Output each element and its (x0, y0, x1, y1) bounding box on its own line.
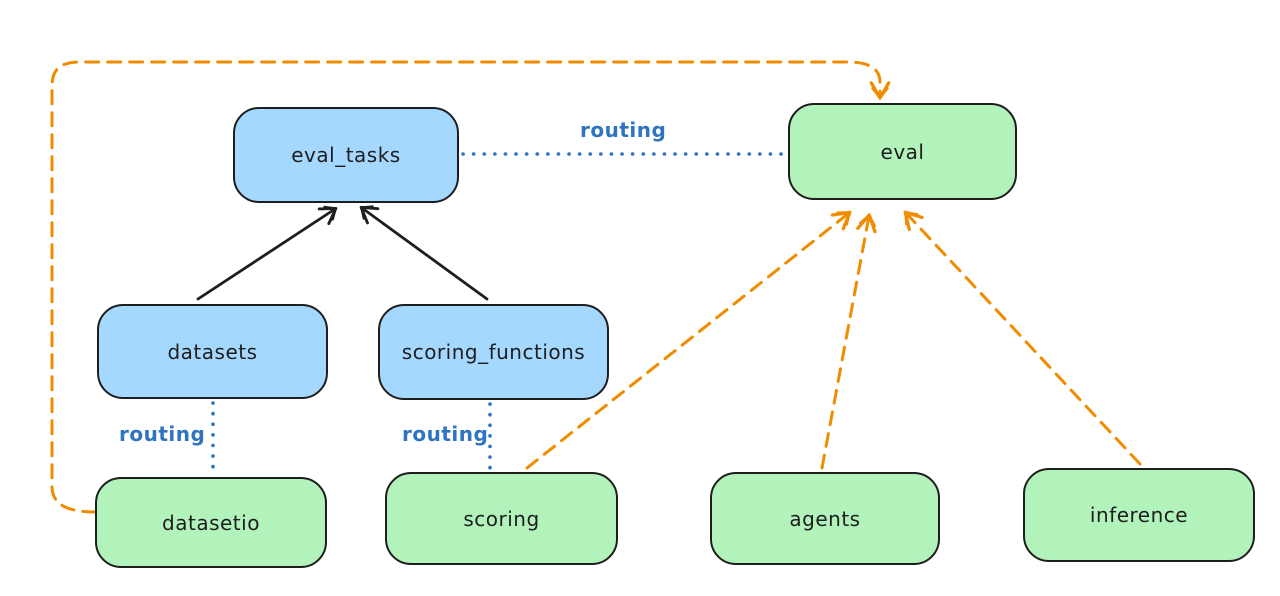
node-eval-tasks-label: eval_tasks (291, 143, 401, 167)
node-datasets: datasets (97, 304, 328, 399)
node-inference-label: inference (1089, 503, 1189, 527)
node-scoring: scoring (385, 472, 618, 565)
edge-scoring-to-eval (525, 210, 852, 470)
node-agents-label: agents (789, 506, 861, 531)
node-datasets-label: datasets (167, 339, 258, 364)
edge-scoring-functions-to-eval-tasks (359, 205, 489, 301)
node-datasetio-label: datasetio (162, 510, 260, 535)
edge-agents-to-eval (820, 213, 877, 470)
node-scoring-functions-label: scoring_functions (401, 340, 586, 364)
node-eval: eval (788, 103, 1017, 200)
node-scoring-functions: scoring_functions (378, 304, 609, 400)
edge-datasets-to-eval-tasks (196, 205, 338, 301)
node-inference: inference (1023, 468, 1255, 562)
node-agents: agents (710, 472, 940, 565)
edge-label-routing-datasets: routing (119, 422, 206, 446)
edge-inference-to-eval (903, 210, 1142, 466)
edge-label-routing-top: routing (580, 118, 667, 142)
node-eval-label: eval (880, 139, 925, 164)
node-eval-tasks: eval_tasks (233, 107, 459, 203)
node-scoring-label: scoring (463, 506, 540, 531)
edge-datasetio-to-eval-loop (50, 60, 891, 514)
edge-label-routing-scoring: routing (402, 422, 489, 446)
node-datasetio: datasetio (95, 477, 327, 568)
